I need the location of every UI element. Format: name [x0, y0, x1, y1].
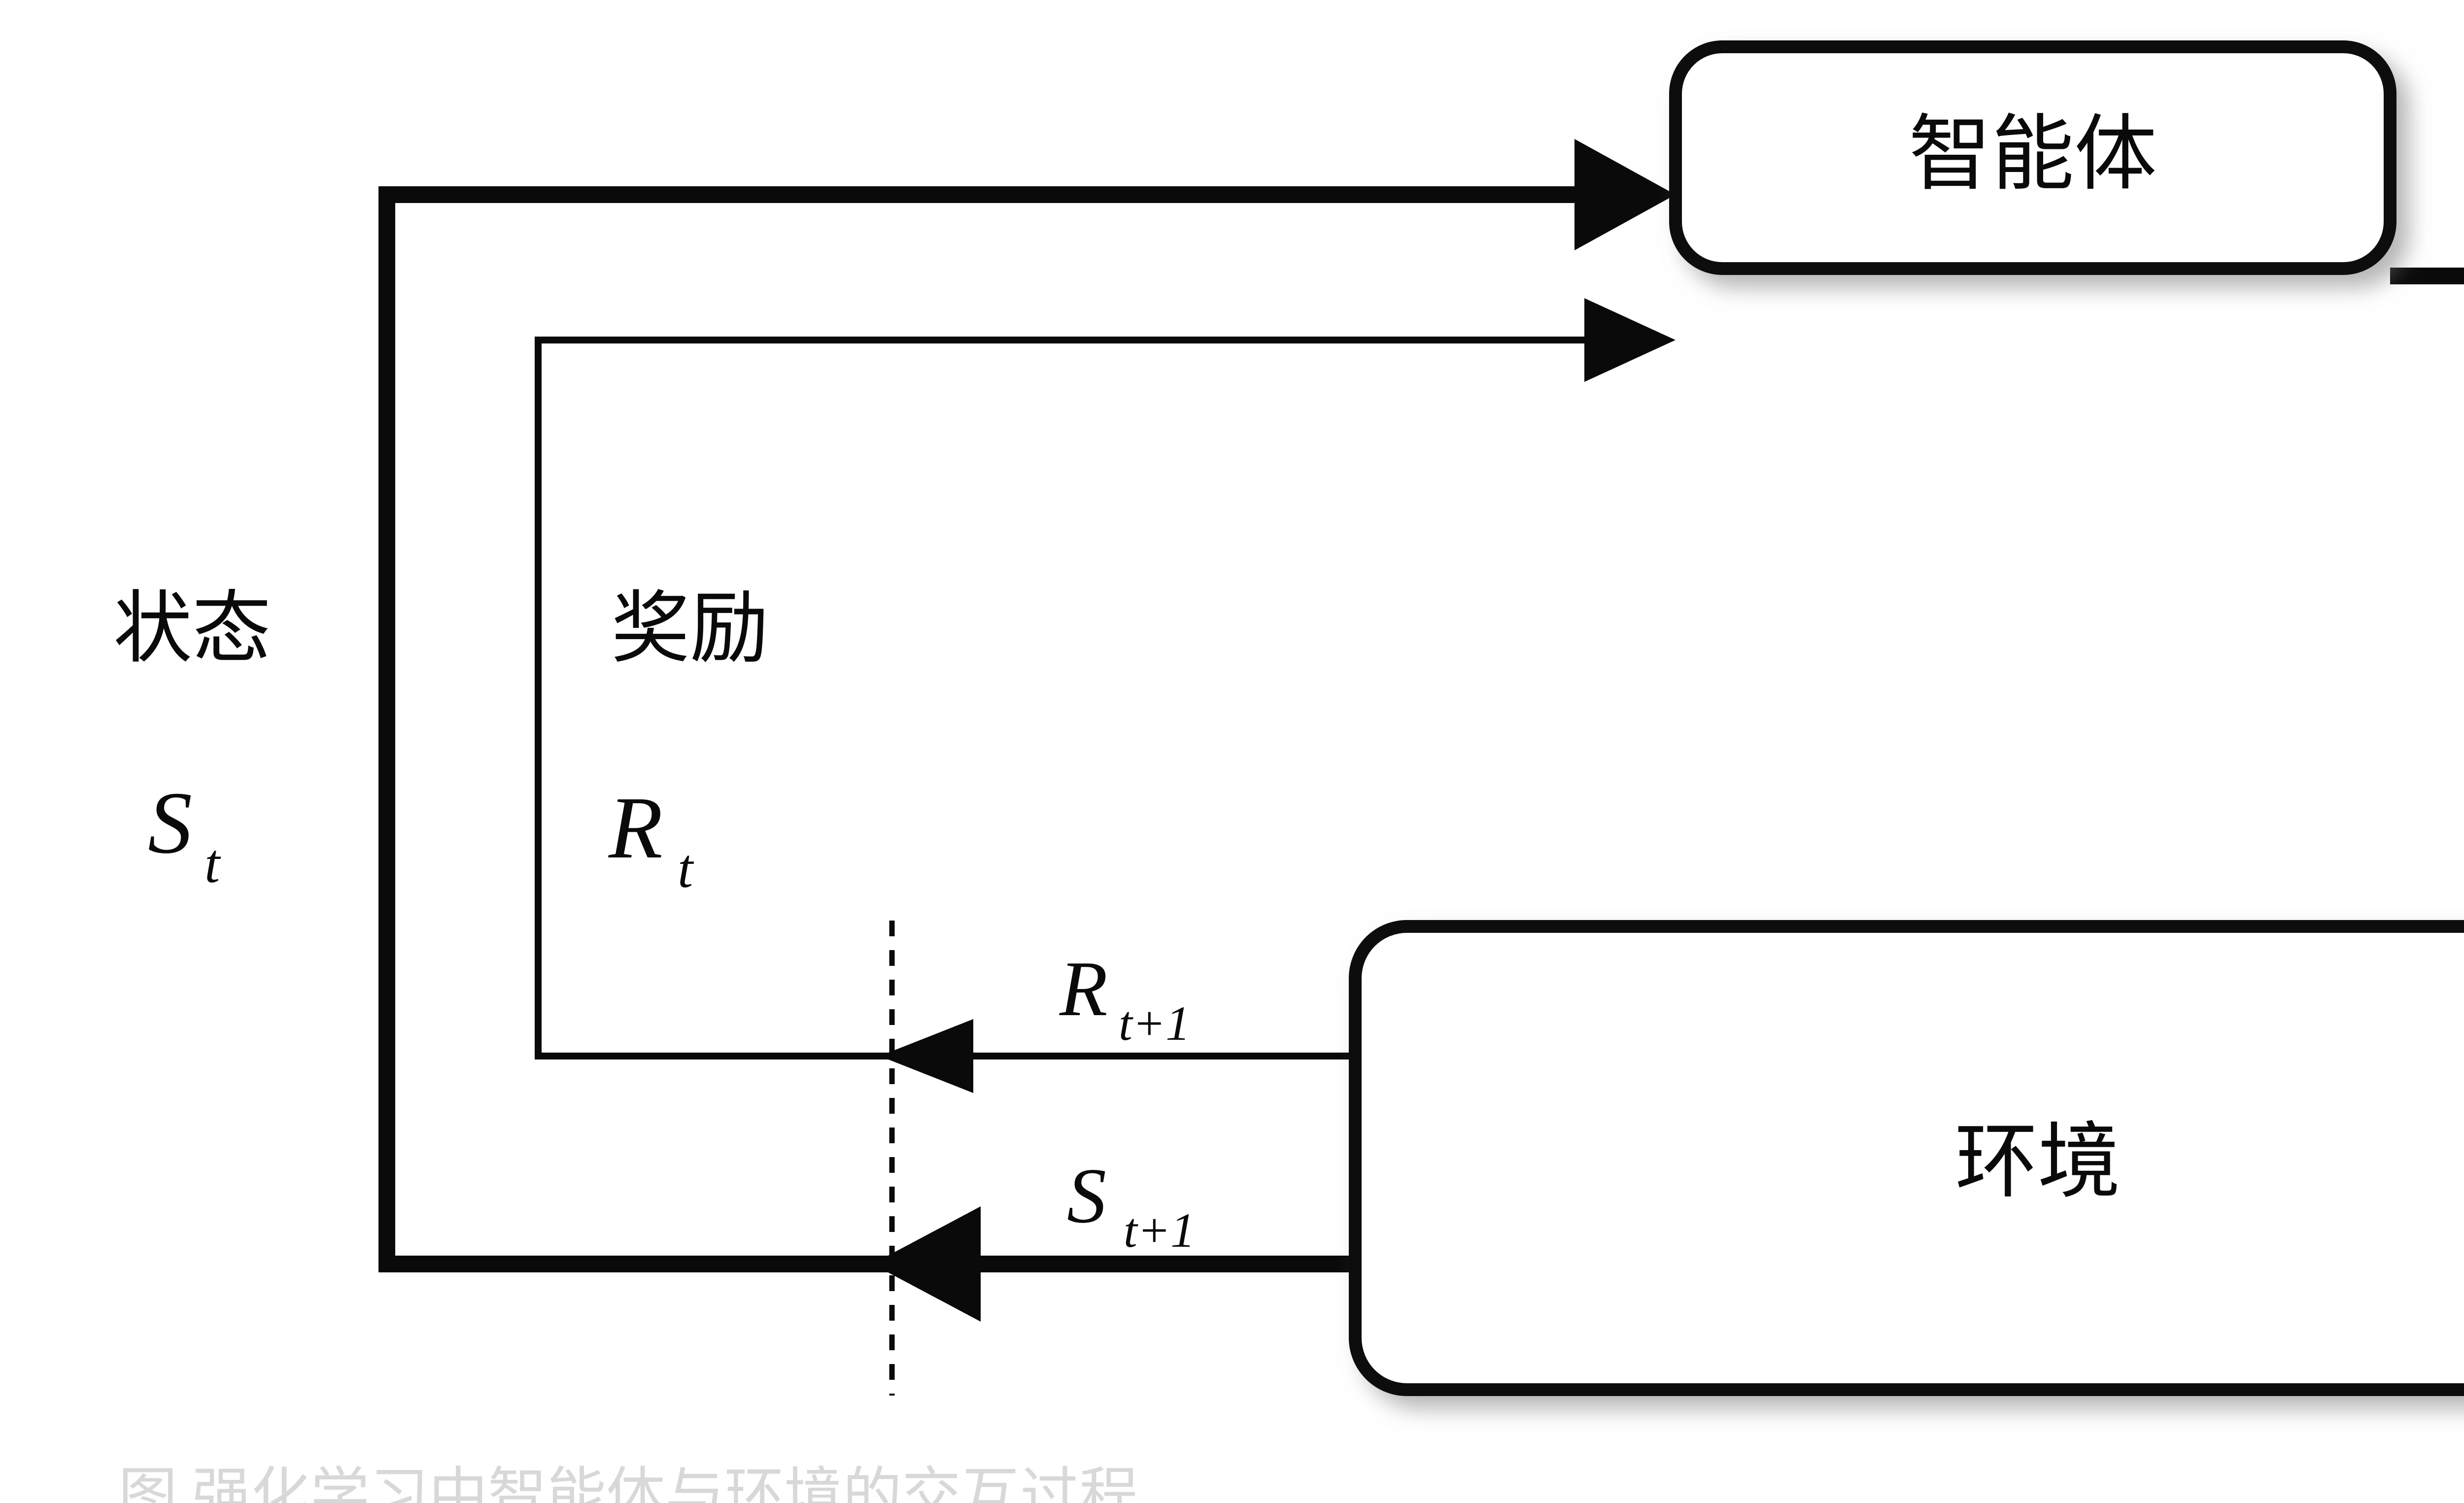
- agent-node-box[interactable]: [1669, 40, 2396, 275]
- reward-label-group: 奖励 R t: [608, 585, 769, 899]
- next-state-label-subscript: t+1: [1124, 1203, 1195, 1258]
- state-label-group: 状态 S t: [113, 585, 271, 894]
- reward-label-symbol: R: [608, 779, 663, 877]
- next-reward-edge-arrowhead: [880, 1019, 973, 1093]
- next-state-label-symbol: S: [1067, 1152, 1106, 1239]
- state-edge-arrowhead: [1574, 139, 1676, 250]
- next-reward-edge: [880, 1019, 1355, 1093]
- environment-node[interactable]: 环境: [1349, 920, 2464, 1396]
- figure-caption: 图 强化学习中智能体与环境的交互过程: [118, 1463, 1138, 1503]
- next-state-edge: [872, 1206, 1355, 1322]
- reward-edge-arrowhead: [1584, 298, 1676, 382]
- next-state-edge-arrowhead: [872, 1206, 981, 1322]
- reward-edge: [535, 298, 1676, 1059]
- environment-node-label: 环境: [1955, 1117, 2121, 1208]
- reward-label-cn: 奖励: [611, 585, 769, 673]
- state-edge-line: [378, 186, 1592, 1272]
- next-reward-label-group: R t+1: [1059, 945, 1190, 1051]
- state-label-symbol: S: [148, 774, 192, 872]
- agent-node-label: 智能体: [1909, 109, 2157, 201]
- state-edge: [378, 139, 1676, 1272]
- next-state-label-group: S t+1: [1067, 1152, 1195, 1258]
- reward-label-subscript: t: [678, 838, 694, 899]
- environment-node-box[interactable]: [1349, 920, 2464, 1396]
- state-label-subscript: t: [205, 833, 221, 894]
- agent-node[interactable]: 智能体: [1669, 40, 2396, 275]
- state-label-cn: 状态: [113, 585, 271, 673]
- next-reward-label-symbol: R: [1059, 945, 1108, 1032]
- next-reward-label-subscript: t+1: [1119, 996, 1190, 1051]
- reward-edge-line: [535, 337, 1594, 1059]
